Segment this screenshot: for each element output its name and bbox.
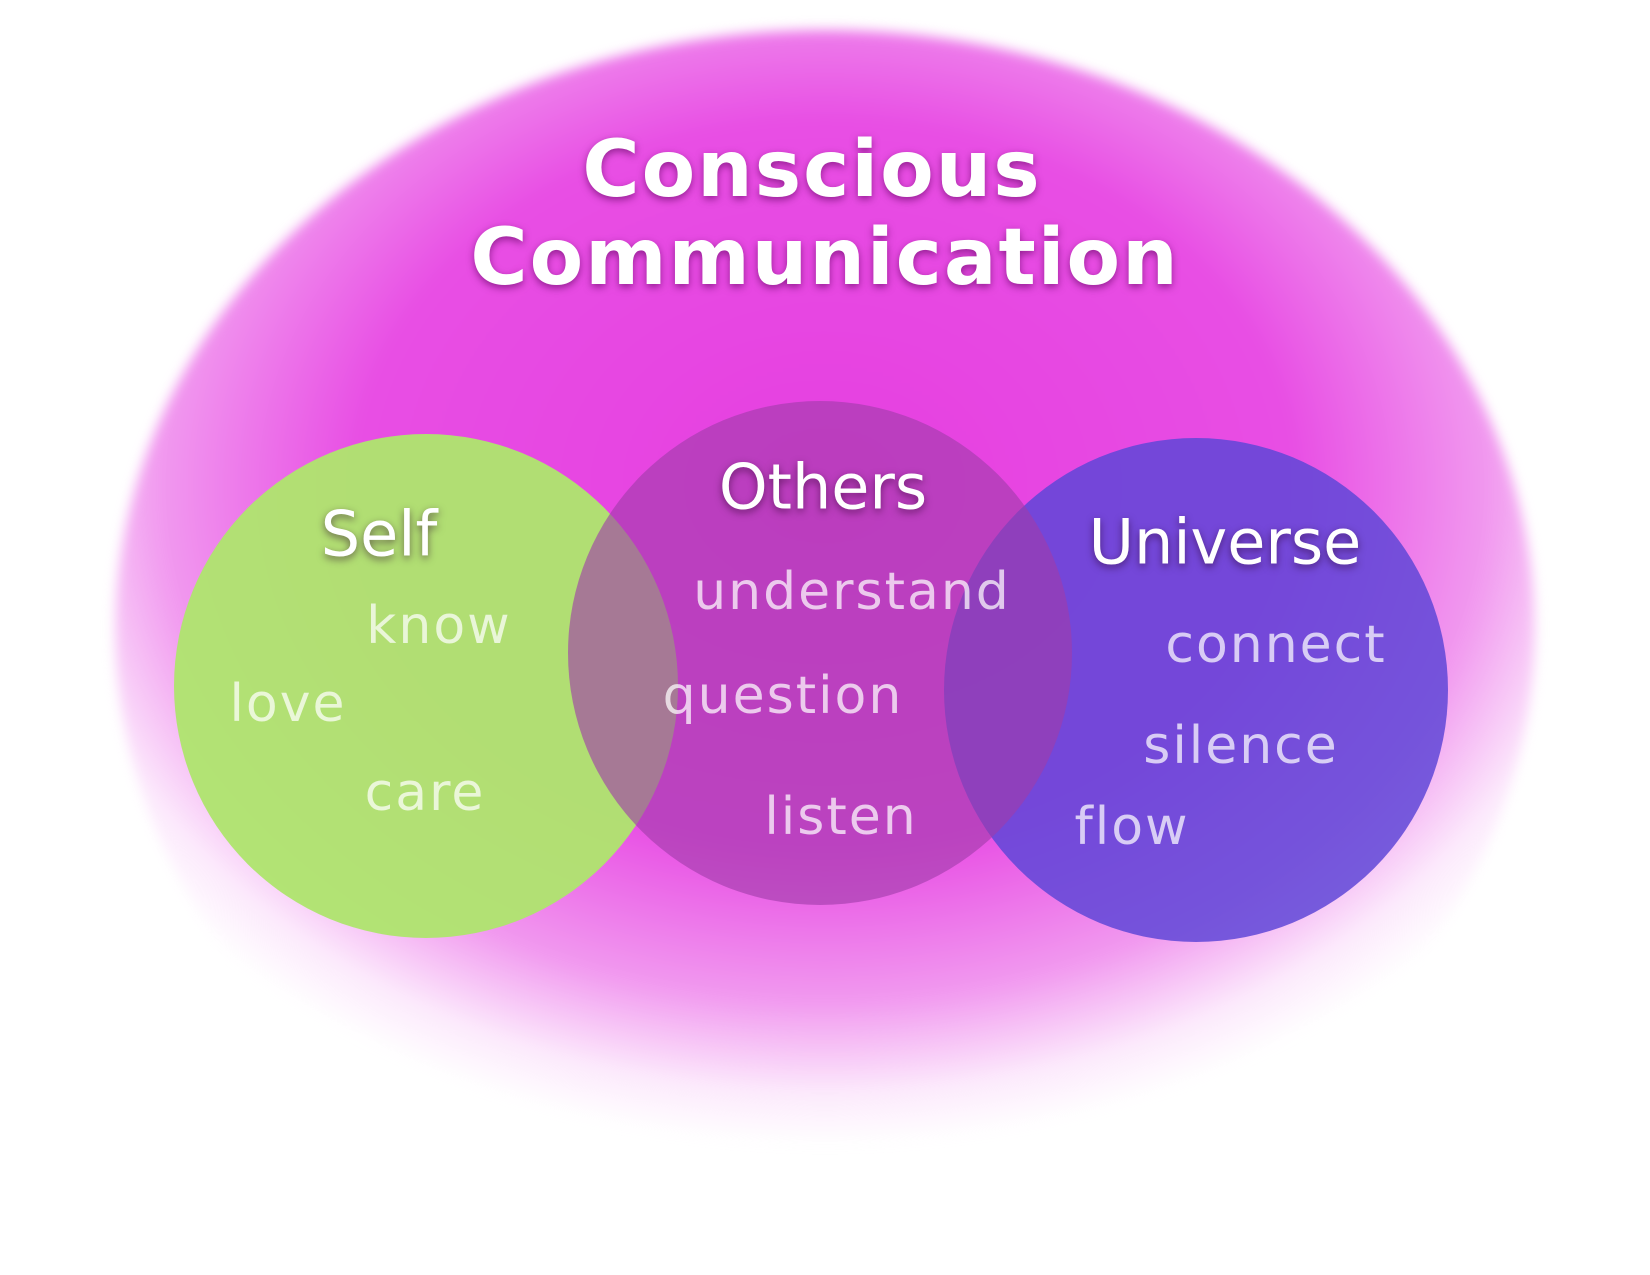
title-line1: Conscious — [582, 125, 1042, 215]
self-word-know: know — [366, 596, 512, 656]
others-circle — [568, 401, 1072, 905]
self-label: Self — [320, 497, 438, 571]
others-word-understand: understand — [693, 562, 1011, 622]
universe-word-connect: connect — [1165, 615, 1387, 675]
others-word-question: question — [662, 666, 904, 726]
universe-word-silence: silence — [1143, 716, 1339, 776]
title-line2: Communication — [470, 213, 1180, 303]
self-word-love: love — [229, 674, 347, 734]
universe-label: Universe — [1088, 505, 1362, 579]
others-label: Others — [718, 450, 928, 524]
universe-word-flow: flow — [1074, 797, 1190, 857]
self-word-care: care — [364, 763, 486, 823]
others-word-listen: listen — [764, 787, 918, 847]
